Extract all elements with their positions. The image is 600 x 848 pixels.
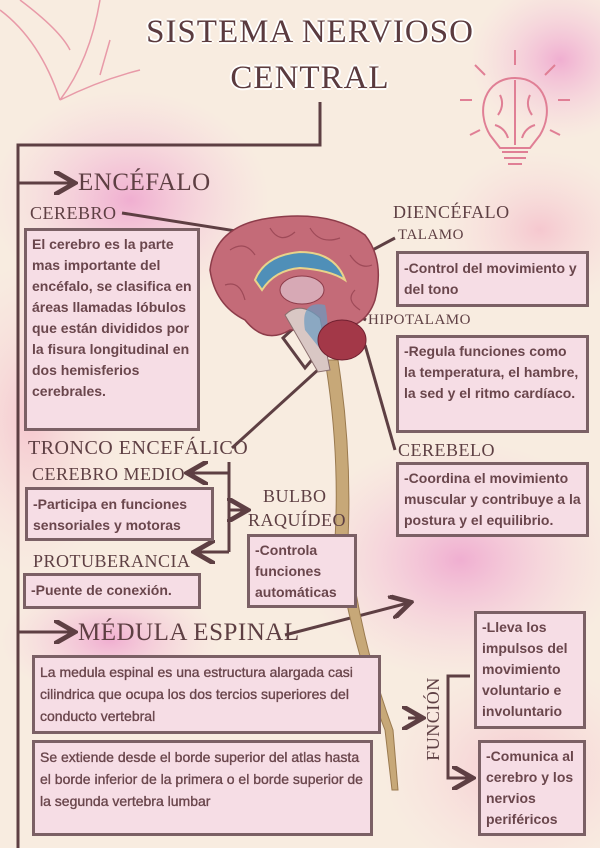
bulbo-label: BULBO — [263, 486, 327, 506]
cerebro-description: El cerebro es la parte mas importante de… — [24, 228, 200, 431]
talamo-description: -Control del movimiento y del tono — [396, 251, 589, 307]
cerebro-label: CEREBRO — [30, 203, 117, 223]
page-title-line2: CENTRAL — [230, 60, 390, 96]
cerebro-medio-label: CEREBRO MEDIO — [32, 464, 186, 484]
hipotalamo-description: -Regula funciones como la temperatura, e… — [396, 335, 589, 433]
cerebro-medio-description: -Participa en funciones sensoriales y mo… — [25, 487, 214, 541]
cerebelo-label: CEREBELO — [398, 440, 495, 460]
medula-description-1: La medula espinal es una estructura alar… — [32, 655, 381, 734]
raquideo-label: RAQUÍDEO — [248, 510, 346, 530]
branch-decoration — [0, 0, 141, 101]
funcion-item-1: -Lleva los impulsos del movimiento volun… — [474, 611, 586, 729]
funcion-item-2: -Comunica al cerebro y los nervios perif… — [478, 740, 586, 836]
bulbo-description: -Controla funciones automáticas — [247, 534, 357, 608]
page-title: SISTEMA NERVIOSO — [146, 14, 474, 50]
funcion-label: FUNCIÓN — [423, 677, 443, 761]
diencefalo-label: DIENCÉFALO — [393, 202, 510, 222]
cerebelo-description: -Coordina el movimiento muscular y contr… — [396, 462, 589, 537]
protuberancia-label: PROTUBERANCIA — [33, 551, 191, 571]
talamo-label: TALAMO — [398, 227, 464, 243]
hipotalamo-label: HIPOTALAMO — [368, 312, 471, 328]
protuberancia-description: -Puente de conexión. — [23, 573, 201, 609]
medula-description-2: Se extiende desde el borde superior del … — [32, 740, 373, 836]
tronco-heading: TRONCO ENCEFÁLICO — [28, 437, 249, 459]
medula-heading: MÉDULA ESPINAL — [78, 619, 300, 646]
encefalo-heading: ENCÉFALO — [78, 169, 211, 196]
